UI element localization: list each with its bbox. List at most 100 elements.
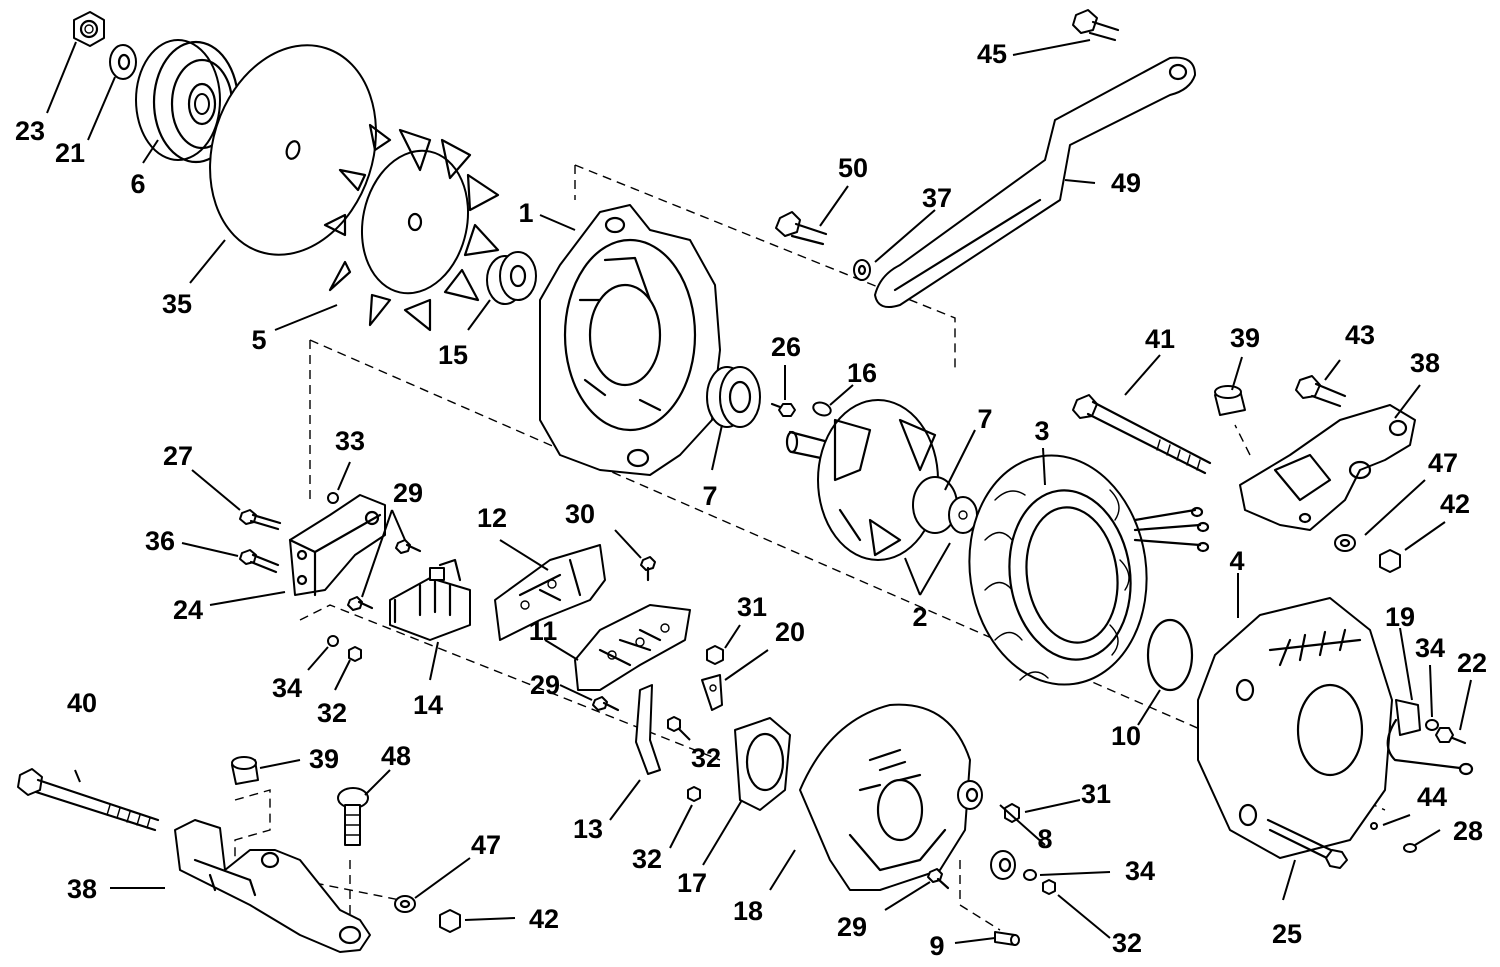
label-4: 4 [1229,546,1244,576]
label-5: 5 [251,325,266,355]
label-9: 9 [929,931,944,961]
screw-36 [239,549,280,574]
label-31-middle: 31 [737,592,767,622]
callout-labels: 1 2 3 4 5 6 7 7 8 9 10 11 12 13 14 15 16… [15,39,1487,961]
through-bolt-25 [1266,818,1348,869]
label-25: 25 [1272,919,1302,949]
bolt-43 [1295,375,1347,408]
regulator-12 [494,544,606,641]
label-26: 26 [771,332,801,362]
label-38-top: 38 [1410,348,1440,378]
screw-29-upper [395,539,422,554]
label-15: 15 [438,340,468,370]
bolt-50 [775,211,828,246]
pin-44 [1370,822,1378,830]
label-11: 11 [529,616,558,646]
bolt-48 [337,787,369,846]
bushing-39-bottom [231,756,259,785]
pin-9 [994,931,1020,946]
o-ring-10 [1146,618,1194,692]
nut-32-left [348,646,362,662]
label-42-top: 42 [1440,489,1470,519]
drive-end-frame-1 [539,204,721,476]
label-42-bottom: 42 [529,904,559,934]
washer-8-lower [990,850,1016,880]
label-21: 21 [55,138,85,168]
label-33: 33 [335,426,365,456]
washer-21 [109,44,137,80]
key-16 [812,401,832,417]
label-28: 28 [1453,816,1483,846]
slip-ring-end-frame-4 [1197,597,1393,859]
terminal-19 [1386,699,1474,776]
label-8: 8 [1037,824,1052,854]
bolt-45 [1072,9,1120,42]
label-40: 40 [67,688,97,718]
washer-8-upper [957,780,983,810]
label-38-bottom: 38 [67,874,97,904]
bushing-39-top [1214,385,1246,416]
label-19: 19 [1385,602,1415,632]
washer-34-center [1023,869,1037,881]
bracket-38-top [1239,404,1416,531]
label-39-top: 39 [1230,323,1260,353]
strap-13 [635,684,661,775]
label-23: 23 [15,116,45,146]
brush-assembly-14 [389,558,471,641]
bearing-7-front [706,366,761,428]
label-36: 36 [145,526,175,556]
label-3: 3 [1034,416,1049,446]
label-29-middle: 29 [530,670,560,700]
nut-23 [73,11,105,47]
label-47-top: 47 [1428,448,1458,478]
leader-lines [46,39,1472,944]
label-27: 27 [163,441,193,471]
rear-cover-18 [799,703,971,891]
label-24: 24 [173,595,203,625]
label-29-lower: 29 [837,912,867,942]
label-49: 49 [1111,168,1141,198]
nut-32-middle-lower [687,786,701,802]
label-22: 22 [1457,648,1487,678]
nut-32-right [1042,879,1056,895]
washer-34-left [327,635,339,647]
label-6: 6 [130,169,145,199]
label-47-bottom: 47 [471,830,501,860]
washer-37 [853,259,871,281]
label-31-right: 31 [1081,779,1111,809]
screw-27 [239,509,282,531]
washer-33 [327,492,339,504]
label-7-rotor: 7 [977,404,992,434]
label-13: 13 [573,814,603,844]
screw-29-lower [927,868,950,890]
label-45: 45 [977,39,1007,69]
washer-34-right [1425,719,1439,731]
insulator-plate-17 [734,717,791,811]
bracket-38-bottom [174,819,371,953]
label-34-center: 34 [1125,856,1155,886]
fan-5 [323,123,500,332]
bracket-20 [701,674,723,711]
label-30: 30 [565,499,595,529]
washer-47-top [1334,534,1356,552]
brush-holder-24 [288,494,386,597]
label-35: 35 [162,289,192,319]
screw-30 [640,556,656,582]
rectifier-11 [574,604,691,691]
label-10: 10 [1111,721,1141,751]
label-34-right: 34 [1415,633,1445,663]
screw-29-lower-left [347,596,374,611]
label-50: 50 [838,153,868,183]
stator-3 [968,454,1210,686]
label-32-right: 32 [1112,928,1142,958]
rotor-2 [785,399,978,561]
label-29-upper: 29 [393,478,423,508]
bolt-40 [17,768,160,832]
label-14: 14 [413,690,443,720]
screw-22 [1435,727,1467,745]
label-32-middle-upper: 32 [691,743,721,773]
label-16: 16 [847,358,877,388]
nut-32-middle-upper [667,716,681,732]
nut-42-bottom [439,909,461,933]
